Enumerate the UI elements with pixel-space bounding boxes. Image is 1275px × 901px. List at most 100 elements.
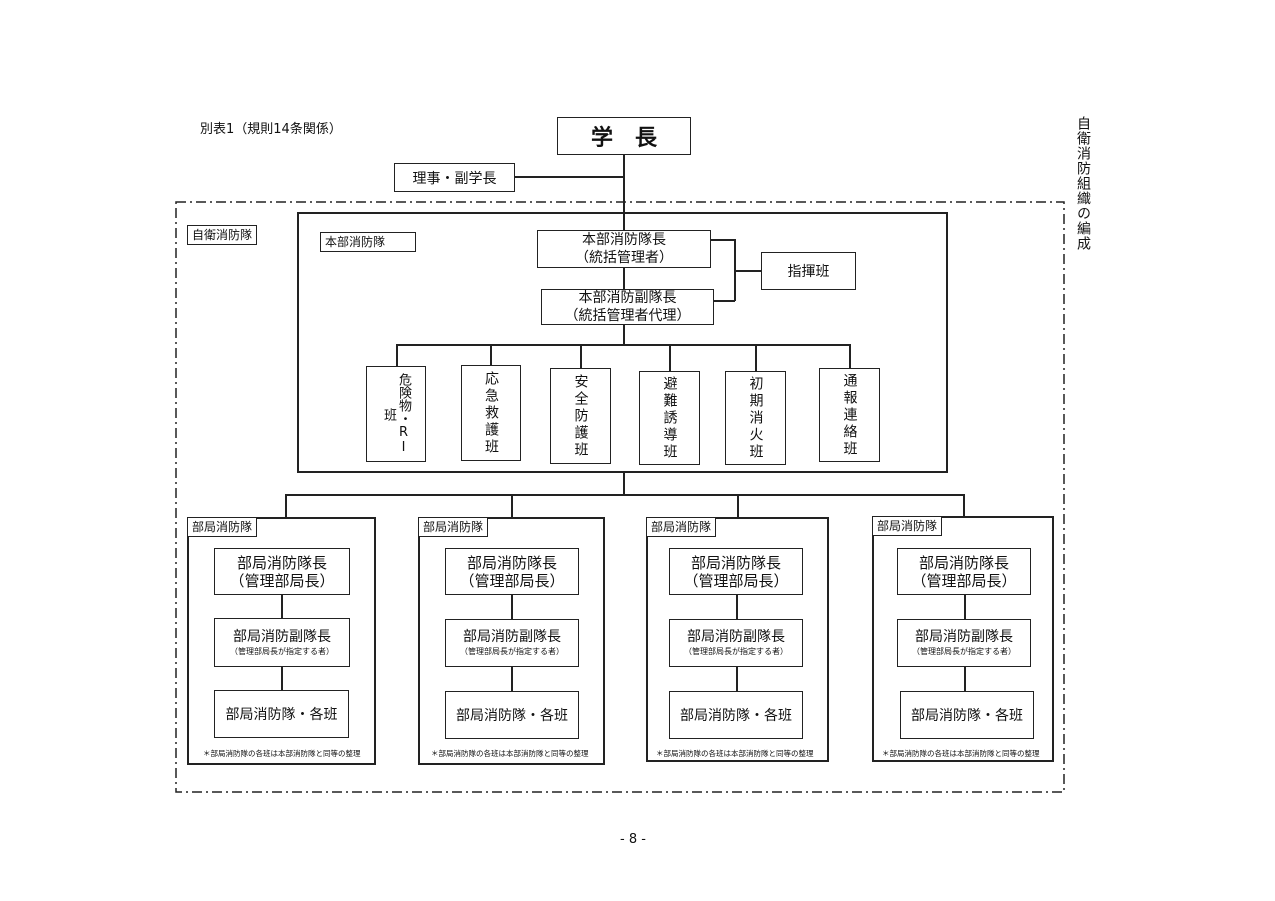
connector <box>281 667 283 690</box>
dept-chief-title: 部局消防隊長 <box>466 553 557 572</box>
dept-teams-label: 部局消防隊・各班 <box>225 707 338 723</box>
dept-label: 部局消防隊 <box>646 517 717 537</box>
hq-team-first-aid: 応急救護班 <box>461 365 521 461</box>
dept-vice-chief-box: 部局消防副隊長 （管理部局長が指定する者） <box>445 619 579 667</box>
hq-team-label: 安全防護班 <box>572 373 589 459</box>
connector <box>735 270 761 272</box>
dept-label: 部局消防隊 <box>418 517 489 537</box>
dept-frame <box>418 517 605 765</box>
dept-vice-chief-role: （管理部局長が指定する者） <box>460 647 564 656</box>
dept-label: 部局消防隊 <box>872 516 943 536</box>
connector <box>281 595 283 618</box>
hq-vice-chief-title: 本部消防副隊長 <box>578 290 677 306</box>
hq-chief-box: 本部消防隊長 （統括管理者） <box>537 230 711 268</box>
hq-vice-chief-role: （統括管理者代理） <box>564 308 691 324</box>
connector <box>669 344 671 371</box>
connector <box>511 595 513 619</box>
hq-frame <box>297 212 948 473</box>
connector <box>964 595 966 619</box>
hq-vice-chief-box: 本部消防副隊長 （統括管理者代理） <box>541 289 714 325</box>
connector <box>396 344 850 346</box>
connector <box>515 176 624 178</box>
dept-chief-role: （管理部局長） <box>683 571 789 590</box>
dept-vice-chief-title: 部局消防副隊長 <box>915 629 1013 645</box>
connector <box>511 667 513 691</box>
connector <box>736 667 738 691</box>
dept-note: ＊部局消防隊の各班は本部消防隊と同等の整理 <box>203 749 361 758</box>
connector <box>714 300 735 302</box>
connector <box>964 667 966 691</box>
hq-team-initial-firefighting: 初期消火班 <box>725 371 786 465</box>
connector <box>711 239 735 241</box>
connector <box>623 155 625 231</box>
connector <box>623 325 625 345</box>
dept-chief-title: 部局消防隊長 <box>918 553 1009 572</box>
dept-vice-chief-title: 部局消防副隊長 <box>463 629 561 645</box>
dept-chief-role: （管理部局長） <box>911 571 1017 590</box>
command-team-label: 指揮班 <box>787 264 830 280</box>
hq-chief-role: （統括管理者） <box>575 250 673 266</box>
hq-team-label: 危険物・RI班 <box>381 373 411 455</box>
page-number: - 8 - <box>620 832 646 847</box>
hq-team-evacuation: 避難誘導班 <box>639 371 700 465</box>
connector <box>285 494 287 518</box>
president-label: 学 長 <box>590 126 657 151</box>
hq-team-label: 通報連絡班 <box>841 372 858 458</box>
connector <box>734 239 736 301</box>
connector <box>285 494 965 496</box>
connector <box>580 344 582 368</box>
hq-team-protection: 安全防護班 <box>550 368 611 464</box>
dept-label: 部局消防隊 <box>187 517 258 537</box>
executives-label: 理事・副学長 <box>412 170 497 187</box>
dept-chief-role: （管理部局長） <box>229 571 335 590</box>
connector <box>963 494 965 518</box>
dept-teams-label: 部局消防隊・各班 <box>680 708 792 724</box>
dept-chief-role: （管理部局長） <box>459 571 565 590</box>
dept-frame <box>646 517 829 762</box>
dept-teams-label: 部局消防隊・各班 <box>911 708 1023 724</box>
connector <box>623 473 625 495</box>
dept-teams-box: 部局消防隊・各班 <box>900 691 1034 739</box>
dept-teams-box: 部局消防隊・各班 <box>445 691 579 739</box>
dept-chief-box: 部局消防隊長 （管理部局長） <box>897 548 1031 595</box>
side-title: 自衛消防組織の編成 <box>1075 116 1091 251</box>
table-reference: 別表1（規則14条関係） <box>200 122 342 137</box>
dept-teams-box: 部局消防隊・各班 <box>214 690 349 738</box>
connector <box>396 344 398 366</box>
dept-chief-box: 部局消防隊長 （管理部局長） <box>445 548 579 595</box>
connector <box>736 595 738 619</box>
dept-frame <box>187 517 376 765</box>
hq-chief-title: 本部消防隊長 <box>582 232 666 248</box>
dept-chief-box: 部局消防隊長 （管理部局長） <box>214 548 350 595</box>
dept-vice-chief-box: 部局消防副隊長 （管理部局長が指定する者） <box>214 618 350 667</box>
hq-team-hazmat: 危険物・RI班 <box>366 366 426 462</box>
connector <box>490 344 492 365</box>
dept-vice-chief-title: 部局消防副隊長 <box>687 629 785 645</box>
command-team-box: 指揮班 <box>761 252 856 290</box>
dept-chief-title: 部局消防隊長 <box>236 553 327 572</box>
dept-vice-chief-role: （管理部局長が指定する者） <box>912 647 1016 656</box>
org-frame <box>175 201 1065 793</box>
connector <box>755 344 757 371</box>
org-label: 自衛消防隊 <box>187 225 258 245</box>
dept-vice-chief-role: （管理部局長が指定する者） <box>684 647 788 656</box>
dept-frame <box>872 516 1054 762</box>
dept-teams-box: 部局消防隊・各班 <box>669 691 803 739</box>
dept-note: ＊部局消防隊の各班は本部消防隊と同等の整理 <box>882 749 1040 758</box>
hq-team-label: 避難誘導班 <box>661 375 678 461</box>
hq-team-reporting: 通報連絡班 <box>819 368 880 462</box>
dept-vice-chief-title: 部局消防副隊長 <box>233 628 331 645</box>
connector <box>737 494 739 518</box>
hq-team-label: 応急救護班 <box>483 370 499 456</box>
dept-vice-chief-role: （管理部局長が指定する者） <box>230 646 334 656</box>
connector <box>849 344 851 368</box>
dept-vice-chief-box: 部局消防副隊長 （管理部局長が指定する者） <box>897 619 1031 667</box>
president-box: 学 長 <box>557 117 691 155</box>
dept-note: ＊部局消防隊の各班は本部消防隊と同等の整理 <box>656 749 814 758</box>
connector <box>511 494 513 518</box>
dept-chief-box: 部局消防隊長 （管理部局長） <box>669 548 803 595</box>
dept-note: ＊部局消防隊の各班は本部消防隊と同等の整理 <box>431 749 589 758</box>
hq-label: 本部消防隊 <box>320 232 416 252</box>
dept-vice-chief-box: 部局消防副隊長 （管理部局長が指定する者） <box>669 619 803 667</box>
dept-teams-label: 部局消防隊・各班 <box>456 708 568 724</box>
